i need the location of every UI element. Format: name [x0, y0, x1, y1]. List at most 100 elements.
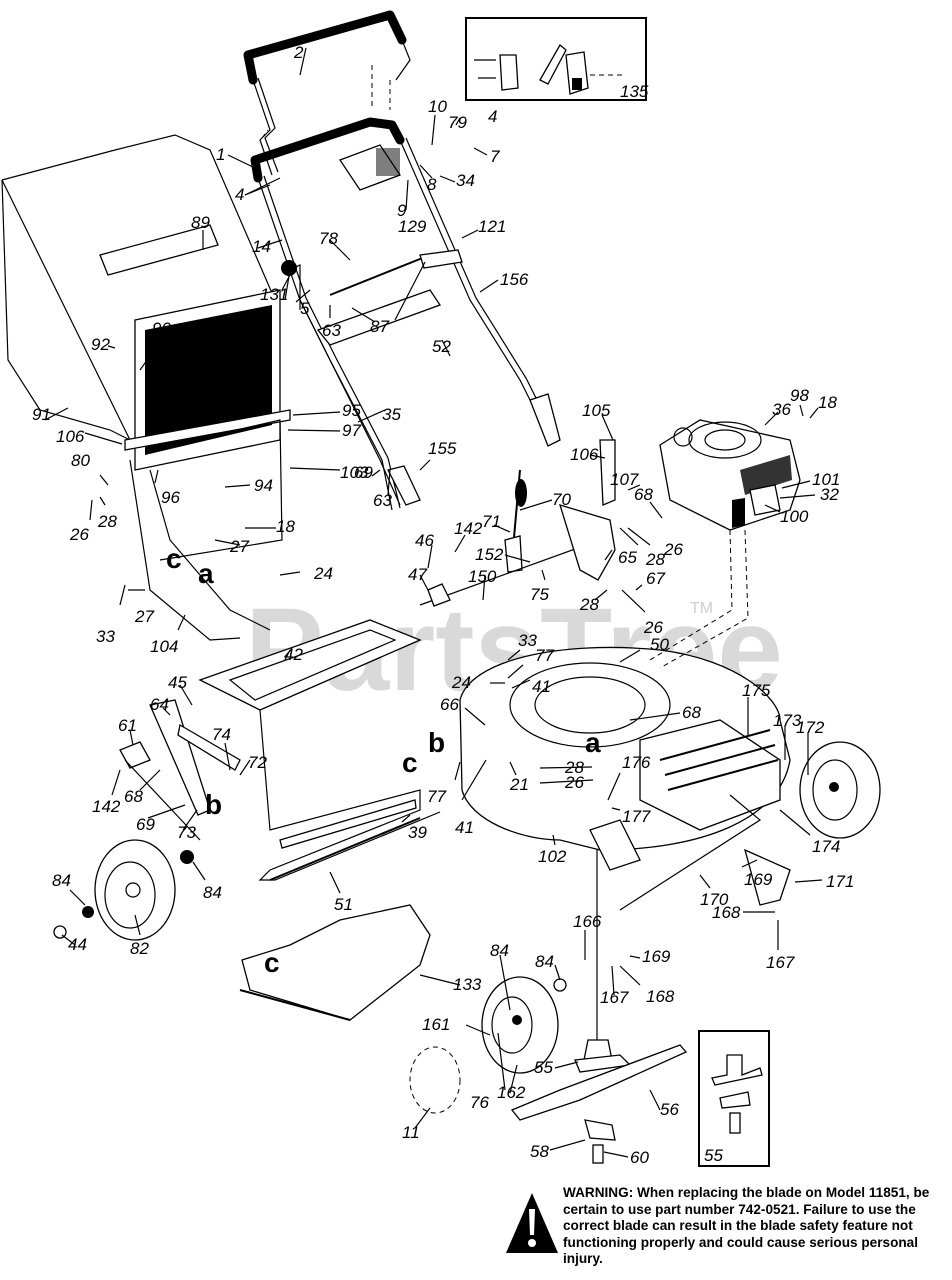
callout-78[interactable]: 78 — [319, 229, 338, 248]
callout-26[interactable]: 26 — [564, 773, 584, 792]
callout-175[interactable]: 175 — [742, 681, 771, 700]
callout-11[interactable]: 11 — [402, 1123, 420, 1142]
callout-8[interactable]: 8 — [427, 175, 437, 194]
callout-68[interactable]: 68 — [634, 485, 653, 504]
callout-2[interactable]: 2 — [293, 43, 304, 62]
callout-18[interactable]: 18 — [276, 517, 295, 536]
callout-18[interactable]: 18 — [818, 393, 837, 412]
callout-41[interactable]: 41 — [455, 818, 474, 837]
callout-97[interactable]: 97 — [342, 421, 361, 440]
callout-64[interactable]: 64 — [150, 695, 169, 714]
callout-89[interactable]: 89 — [191, 213, 210, 232]
callout-4[interactable]: 4 — [235, 185, 244, 204]
callout-161[interactable]: 161 — [422, 1015, 450, 1034]
callout-172[interactable]: 172 — [796, 718, 825, 737]
callout-168[interactable]: 168 — [646, 987, 675, 1006]
callout-5[interactable]: 5 — [300, 299, 310, 318]
callout-26[interactable]: 26 — [663, 540, 683, 559]
callout-66[interactable]: 66 — [440, 695, 459, 714]
callout-142[interactable]: 142 — [454, 519, 483, 538]
callout-63[interactable]: 63 — [322, 321, 341, 340]
callout-41[interactable]: 41 — [532, 677, 551, 696]
callout-72[interactable]: 72 — [248, 753, 267, 772]
callout-121[interactable]: 121 — [478, 217, 506, 236]
callout-50[interactable]: 50 — [650, 635, 669, 654]
callout-102[interactable]: 102 — [538, 847, 567, 866]
callout-177[interactable]: 177 — [622, 807, 651, 826]
callout-69[interactable]: 69 — [136, 815, 155, 834]
callout-28[interactable]: 28 — [564, 758, 584, 777]
callout-84[interactable]: 84 — [52, 871, 71, 890]
callout-26[interactable]: 26 — [69, 525, 89, 544]
callout-76[interactable]: 76 — [470, 1093, 489, 1112]
callout-7[interactable]: 7 — [490, 147, 500, 166]
callout-167[interactable]: 167 — [600, 988, 629, 1007]
callout-90[interactable]: 90 — [152, 319, 171, 338]
callout-174[interactable]: 174 — [812, 837, 840, 856]
callout-1[interactable]: 1 — [216, 145, 225, 164]
callout-75[interactable]: 75 — [530, 585, 549, 604]
callout-28[interactable]: 28 — [97, 512, 117, 531]
inset-135[interactable]: 135 — [465, 17, 649, 101]
callout-152[interactable]: 152 — [475, 545, 504, 564]
callout-150[interactable]: 150 — [468, 567, 497, 586]
callout-82[interactable]: 82 — [130, 939, 149, 958]
callout-32[interactable]: 32 — [820, 485, 839, 504]
callout-103[interactable]: 103 — [340, 463, 369, 482]
callout-21[interactable]: 21 — [509, 775, 529, 794]
callout-4[interactable]: 4 — [488, 107, 497, 126]
callout-34[interactable]: 34 — [456, 171, 475, 190]
callout-169[interactable]: 169 — [744, 870, 773, 889]
callout-71[interactable]: 71 — [482, 512, 501, 531]
callout-129[interactable]: 129 — [398, 217, 427, 236]
callout-133[interactable]: 133 — [453, 975, 482, 994]
callout-45[interactable]: 45 — [168, 673, 187, 692]
callout-26[interactable]: 26 — [643, 618, 663, 637]
callout-94[interactable]: 94 — [254, 476, 273, 495]
callout-156[interactable]: 156 — [500, 270, 529, 289]
callout-68[interactable]: 68 — [124, 787, 143, 806]
callout-169[interactable]: 169 — [642, 947, 671, 966]
callout-104[interactable]: 104 — [150, 637, 178, 656]
callout-33[interactable]: 33 — [518, 631, 537, 650]
callout-176[interactable]: 176 — [622, 753, 651, 772]
callout-24[interactable]: 24 — [313, 564, 333, 583]
callout-91[interactable]: 91 — [32, 405, 51, 424]
callout-51[interactable]: 51 — [334, 895, 353, 914]
callout-61[interactable]: 61 — [118, 716, 137, 735]
callout-171[interactable]: 171 — [826, 872, 854, 891]
callout-36[interactable]: 36 — [772, 400, 791, 419]
callout-47[interactable]: 47 — [408, 565, 427, 584]
callout-105[interactable]: 105 — [582, 401, 611, 420]
callout-162[interactable]: 162 — [497, 1083, 526, 1102]
callout-68[interactable]: 68 — [682, 703, 701, 722]
callout-79[interactable]: 79 — [448, 113, 467, 132]
callout-10[interactable]: 10 — [428, 97, 447, 116]
callout-84[interactable]: 84 — [535, 952, 554, 971]
callout-28[interactable]: 28 — [579, 595, 599, 614]
callout-167[interactable]: 167 — [766, 953, 795, 972]
callout-84[interactable]: 84 — [490, 941, 509, 960]
callout-56[interactable]: 56 — [660, 1100, 679, 1119]
callout-106[interactable]: 106 — [570, 445, 599, 464]
callout-168[interactable]: 168 — [712, 903, 741, 922]
callout-42[interactable]: 42 — [284, 645, 303, 664]
callout-63[interactable]: 63 — [373, 491, 392, 510]
callout-27[interactable]: 27 — [229, 537, 249, 556]
callout-33[interactable]: 33 — [96, 627, 115, 646]
callout-131[interactable]: 131 — [260, 285, 288, 304]
callout-77[interactable]: 77 — [427, 787, 446, 806]
callout-60[interactable]: 60 — [630, 1148, 649, 1167]
callout-166[interactable]: 166 — [573, 912, 602, 931]
callout-92[interactable]: 92 — [91, 335, 110, 354]
callout-101[interactable]: 101 — [812, 470, 840, 489]
callout-65[interactable]: 65 — [618, 548, 637, 567]
callout-35[interactable]: 35 — [382, 405, 401, 424]
callout-70[interactable]: 70 — [552, 490, 571, 509]
callout-55[interactable]: 55 — [534, 1058, 553, 1077]
callout-100[interactable]: 100 — [780, 507, 809, 526]
callout-93[interactable]: 93 — [248, 342, 267, 361]
callout-77[interactable]: 77 — [535, 646, 554, 665]
callout-44[interactable]: 44 — [68, 935, 87, 954]
callout-170[interactable]: 170 — [700, 890, 729, 909]
